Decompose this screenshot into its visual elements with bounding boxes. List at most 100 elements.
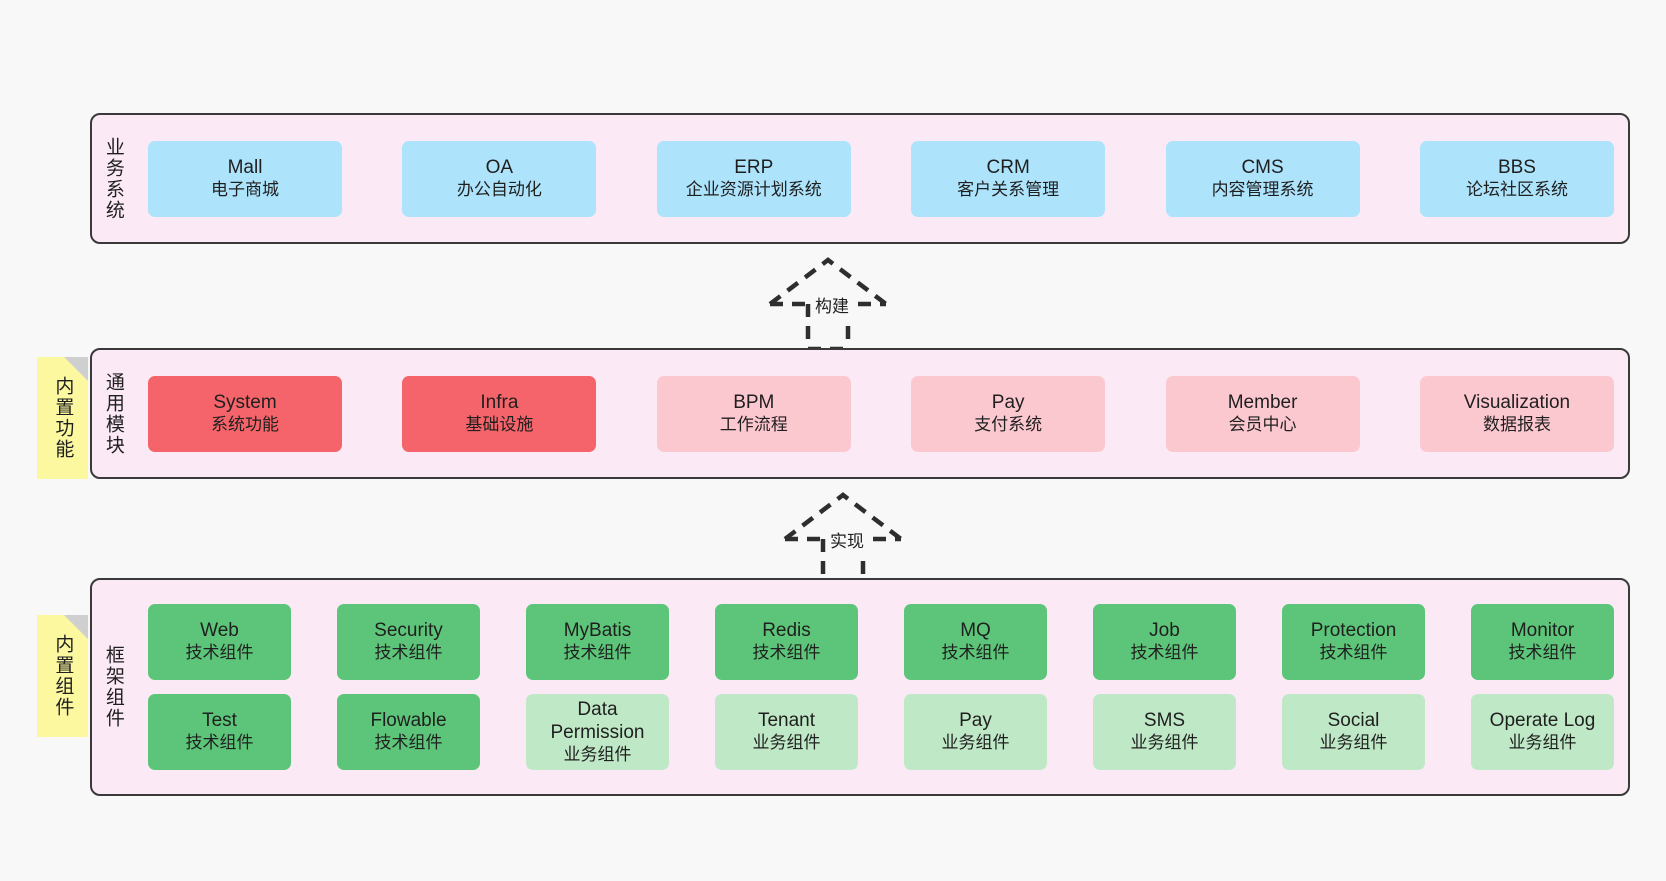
card-title: Flowable [370,710,447,732]
card-title: Security [374,620,443,642]
card-subtitle: 技术组件 [185,643,254,663]
card-title: Pay [991,391,1025,413]
card-title: ERP [734,156,774,178]
card-title: Operate Log [1489,710,1596,732]
card-title: OA [485,156,514,178]
card-subtitle: 业务组件 [752,733,821,753]
connector-build: 构建 [750,252,930,352]
card-title: MyBatis [563,620,632,642]
card-subtitle: 技术组件 [563,643,632,663]
card-subtitle: 基础设施 [465,414,534,434]
sticky-note-builtin-function: 内置功能 [37,357,88,479]
card-subtitle: 内容管理系统 [1211,179,1314,199]
card-subtitle: 业务组件 [1130,733,1199,753]
card-title: Job [1149,620,1180,642]
card-subtitle: 会员中心 [1228,414,1297,434]
card-subtitle: 技术组件 [941,643,1010,663]
card-subtitle: 电子商城 [211,179,279,199]
sticky-note-builtin-component-label: 内置组件 [52,634,74,718]
card-subtitle: 技术组件 [1508,643,1577,663]
card-subtitle: 技术组件 [1319,643,1388,663]
card-title: Social [1327,710,1380,732]
card-title: Tenant [757,710,816,732]
card-subtitle: 客户关系管理 [957,179,1060,199]
card-title: Member [1227,391,1298,413]
card-subtitle: 业务组件 [1508,733,1577,753]
card-subtitle: 办公自动化 [456,179,542,199]
card-title: Monitor [1510,620,1575,642]
card-title: CRM [986,156,1030,178]
card-title: BBS [1497,156,1536,178]
card-title: SMS [1143,710,1186,732]
card-title: Data Permission [550,699,645,743]
connector-build-label: 构建 [812,292,852,317]
card-title: Protection [1310,620,1397,642]
card-title: Mall [227,156,263,178]
note-fold-corner-icon [64,357,88,381]
card-subtitle: 技术组件 [752,643,821,663]
card-subtitle: 业务组件 [563,744,632,764]
card-subtitle: 论坛社区系统 [1465,179,1568,199]
card-title: Redis [762,620,811,642]
card-title: Test [202,710,237,732]
card-title: Visualization [1463,391,1571,413]
card-title: CMS [1241,156,1284,178]
card-title: BPM [733,391,775,413]
sticky-note-builtin-function-label: 内置功能 [52,376,74,460]
layer-common-module-label: 通用模块 [102,371,124,456]
card-title: Pay [959,710,992,732]
card-subtitle: 技术组件 [1130,643,1199,663]
connector-implement: 实现 [765,487,945,587]
card-title: System [213,391,277,413]
note-fold-corner-icon [64,615,88,639]
card-subtitle: 技术组件 [185,733,254,753]
card-title: MQ [960,620,991,642]
layer-business-system-label: 业务系统 [102,136,124,221]
card-subtitle: 技术组件 [374,643,443,663]
card-subtitle: 数据报表 [1482,414,1551,434]
card-subtitle: 业务组件 [1319,733,1388,753]
card-subtitle: 系统功能 [211,414,279,434]
card-subtitle: 业务组件 [941,733,1010,753]
connector-implement-label: 实现 [827,527,867,552]
card-subtitle: 支付系统 [974,414,1043,434]
